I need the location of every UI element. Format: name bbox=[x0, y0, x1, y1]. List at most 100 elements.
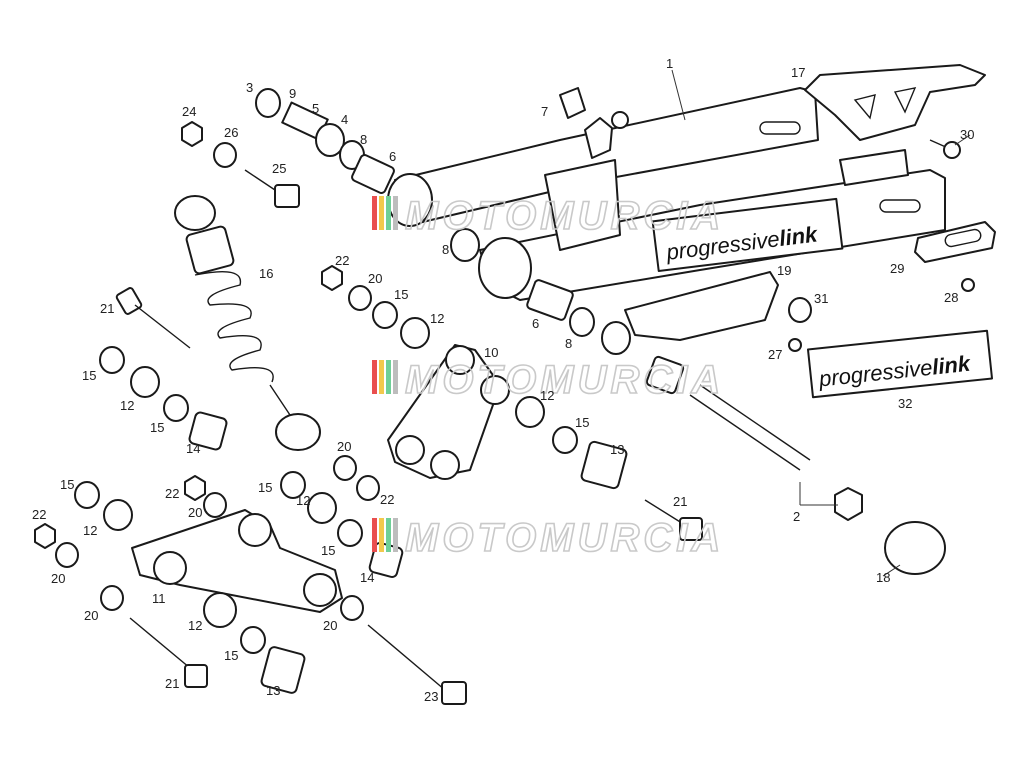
sleeve-14-l bbox=[188, 411, 228, 451]
washer-15-r bbox=[280, 471, 306, 499]
watermark-1: MOTOMURCIA bbox=[372, 193, 724, 239]
leader-lines bbox=[671, 69, 971, 577]
callout-11: 11 bbox=[152, 591, 166, 606]
pivot-bushings-top bbox=[255, 88, 395, 194]
callout-30: 30 bbox=[960, 127, 974, 142]
chain-guide bbox=[804, 64, 986, 141]
pivot-shaft bbox=[689, 384, 863, 521]
nut-22-bl bbox=[34, 523, 56, 549]
callout-1: 1 bbox=[666, 56, 673, 71]
washer-8b bbox=[569, 307, 595, 337]
callout-20f: 20 bbox=[323, 618, 337, 633]
callout-2: 2 bbox=[793, 509, 800, 524]
sleeve-9 bbox=[645, 355, 685, 395]
chain-cover bbox=[624, 271, 779, 341]
washer-15-bl bbox=[74, 481, 100, 509]
bearing-12-c bbox=[515, 396, 545, 428]
callout-17: 17 bbox=[791, 65, 805, 80]
bearing-12-m bbox=[400, 317, 430, 349]
washer-22-r bbox=[356, 475, 380, 501]
bolt-25 bbox=[244, 169, 300, 208]
bushing-6 bbox=[526, 279, 574, 321]
washer-20-b1 bbox=[100, 585, 124, 611]
callout-8b: 8 bbox=[442, 242, 449, 257]
callout-15a: 15 bbox=[394, 287, 408, 302]
bearing-12-b bbox=[203, 592, 237, 628]
callout-8a: 8 bbox=[360, 132, 367, 147]
sleeve-13-b bbox=[260, 646, 306, 694]
callout-21c: 21 bbox=[165, 676, 179, 691]
nut-22-m bbox=[321, 265, 343, 291]
callout-15h: 15 bbox=[224, 648, 238, 663]
bolt-21-center bbox=[644, 499, 703, 541]
callout-21b: 21 bbox=[673, 494, 687, 509]
callout-4: 4 bbox=[341, 112, 348, 127]
callout-22b: 22 bbox=[380, 492, 394, 507]
callout-13a: 13 bbox=[610, 442, 624, 457]
screw-30 bbox=[929, 139, 961, 159]
screw-28 bbox=[961, 278, 975, 292]
callout-29: 29 bbox=[890, 261, 904, 276]
bolt-21-bottom bbox=[129, 617, 208, 688]
washer-20-bl bbox=[55, 542, 79, 568]
rocker-link bbox=[387, 344, 510, 480]
watermark-text-3: MOTOMURCIA bbox=[405, 516, 724, 560]
nut-24 bbox=[181, 121, 203, 147]
screw-27 bbox=[788, 338, 802, 352]
washer-15-r2 bbox=[337, 519, 363, 547]
callout-20a: 20 bbox=[368, 271, 382, 286]
callout-32: 32 bbox=[898, 396, 912, 411]
callout-8c: 8 bbox=[565, 336, 572, 351]
bushing-8c bbox=[601, 321, 631, 355]
washer-20-r bbox=[333, 455, 357, 481]
bearing-12-l1 bbox=[130, 366, 160, 398]
callout-12d: 12 bbox=[296, 493, 310, 508]
callout-16: 16 bbox=[259, 266, 273, 281]
washer-20-b2 bbox=[340, 595, 364, 621]
decal-word-2: link bbox=[778, 221, 820, 251]
nut-22-tl bbox=[184, 475, 206, 501]
callout-15f: 15 bbox=[60, 477, 74, 492]
callout-27: 27 bbox=[768, 347, 782, 362]
callout-15d: 15 bbox=[575, 415, 589, 430]
shock-absorber bbox=[174, 195, 321, 451]
callout-13b: 13 bbox=[266, 683, 280, 698]
watermark-3: MOTOMURCIA bbox=[372, 515, 724, 561]
callout-22c: 22 bbox=[165, 486, 179, 501]
callout-5: 5 bbox=[312, 101, 319, 116]
callout-12e: 12 bbox=[83, 523, 97, 538]
callout-14a: 14 bbox=[186, 441, 200, 456]
watermark-text-2: MOTOMURCIA bbox=[405, 358, 724, 402]
callout-6a: 6 bbox=[389, 149, 396, 164]
callout-20b: 20 bbox=[337, 439, 351, 454]
fitting-7 bbox=[559, 87, 586, 119]
swingarm-decal: progressivelink bbox=[651, 197, 844, 273]
washer-15-m bbox=[372, 301, 398, 329]
callout-25: 25 bbox=[272, 161, 286, 176]
bolt-21-top-left bbox=[115, 287, 191, 349]
washer-15-b bbox=[240, 626, 266, 654]
washer-20-m bbox=[348, 285, 372, 311]
callout-6b: 6 bbox=[532, 316, 539, 331]
callout-15e: 15 bbox=[258, 480, 272, 495]
bushing-8a bbox=[450, 228, 480, 262]
callout-15g: 15 bbox=[321, 543, 335, 558]
callout-9: 9 bbox=[289, 86, 296, 101]
callout-14b: 14 bbox=[360, 570, 374, 585]
callout-22a: 22 bbox=[335, 253, 349, 268]
callout-26: 26 bbox=[224, 125, 238, 140]
washer-15-l1 bbox=[99, 346, 125, 374]
callout-12b: 12 bbox=[120, 398, 134, 413]
washer-15-c bbox=[552, 426, 578, 454]
watermark-text-1: MOTOMURCIA bbox=[405, 194, 724, 238]
bearing-12-bl bbox=[103, 499, 133, 531]
callout-10: 10 bbox=[484, 345, 498, 360]
callout-20e: 20 bbox=[84, 608, 98, 623]
chain-slider-plate bbox=[914, 221, 996, 263]
bushing-31 bbox=[788, 297, 812, 323]
dogbone-link bbox=[131, 509, 343, 613]
callout-28: 28 bbox=[944, 290, 958, 305]
callout-15b: 15 bbox=[82, 368, 96, 383]
callout-18: 18 bbox=[876, 570, 890, 585]
